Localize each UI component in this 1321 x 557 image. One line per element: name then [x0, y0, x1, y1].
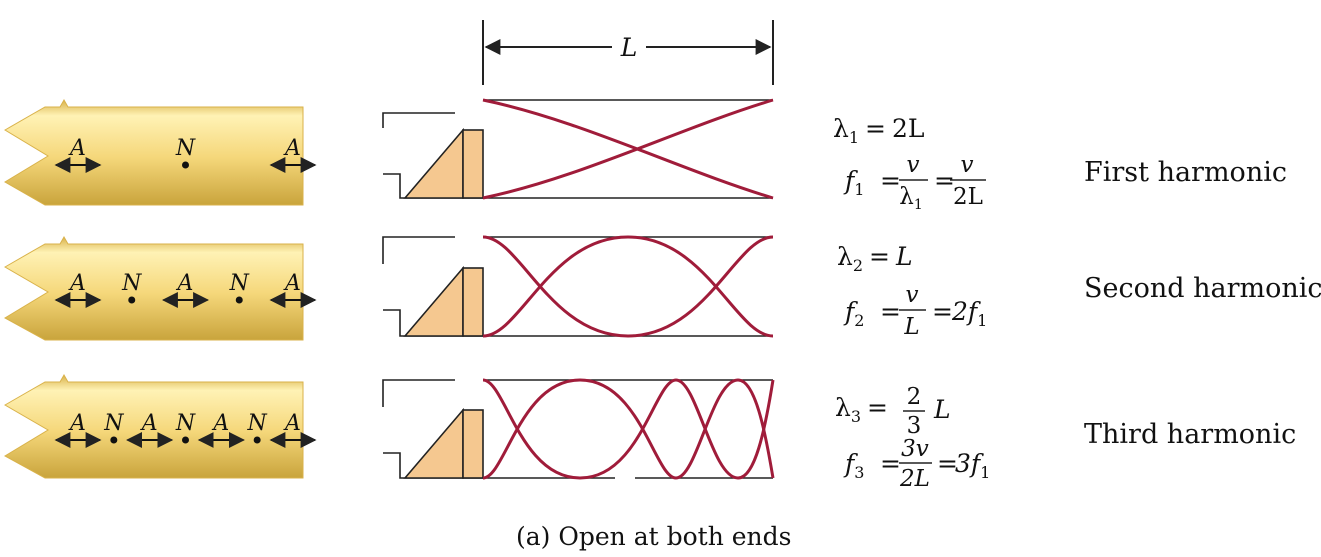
harmonic-label: First harmonic	[1084, 157, 1287, 188]
svg-text:=: =	[880, 166, 901, 195]
node-label: N	[175, 136, 196, 161]
node-label: N	[121, 271, 142, 296]
wavelength-equation: λ1=2L	[833, 114, 925, 147]
svg-text:v: v	[906, 282, 919, 308]
standing-wave-upper	[482, 378, 775, 480]
mouthpiece-wedge	[403, 127, 464, 199]
svg-text:=: =	[934, 166, 955, 195]
antinode-label: A	[68, 271, 86, 296]
harmonic-label: Third harmonic	[1084, 419, 1296, 450]
row-second-harmonic: A N A N A λ2=L f2 = v L = 2f1 Second harmoni…	[3, 235, 1321, 341]
svg-text:3: 3	[907, 413, 922, 439]
pipe	[4, 98, 304, 206]
wavelength-equation: λ2=L	[837, 242, 913, 275]
pipe	[3, 373, 304, 479]
antinode-label: A	[283, 271, 301, 296]
svg-text:=: =	[937, 449, 958, 478]
node-label: N	[103, 411, 124, 436]
node-dot	[182, 161, 189, 169]
pipe	[3, 235, 304, 341]
svg-text:f2: f2	[843, 297, 864, 330]
svg-text:=: =	[932, 297, 953, 326]
node-dot	[253, 436, 261, 444]
svg-text:v: v	[907, 152, 920, 178]
svg-text:2: 2	[907, 384, 922, 410]
wavelength-equation: λ3= 2 3 L	[835, 384, 951, 439]
standing-wave-lower	[482, 98, 774, 200]
svg-text:λ1: λ1	[899, 184, 923, 213]
mouthpiece-wedge	[403, 265, 464, 337]
figure-caption: (a) Open at both ends	[516, 522, 791, 551]
standing-wave-lower	[482, 378, 775, 480]
svg-text:L: L	[903, 314, 919, 340]
svg-text:=: =	[880, 297, 901, 326]
length-dimension: L	[482, 20, 774, 85]
standing-wave-upper	[482, 98, 774, 200]
svg-text:L: L	[933, 395, 951, 424]
node-dot	[110, 436, 118, 444]
antinode-label: A	[211, 411, 229, 436]
frequency-equation: f1 = v λ1 = v 2L	[843, 152, 986, 213]
length-label: L	[620, 33, 638, 62]
antinode-label: A	[283, 136, 301, 161]
antinode-label: A	[68, 411, 86, 436]
antinode-label: A	[176, 271, 194, 296]
svg-text:λ3=: λ3=	[835, 393, 888, 426]
node-label: N	[175, 411, 196, 436]
svg-text:λ1=2L: λ1=2L	[833, 114, 925, 147]
svg-text:3f1: 3f1	[955, 449, 990, 482]
mouthpiece-wedge	[403, 407, 464, 479]
standing-wave-upper	[482, 235, 774, 338]
svg-text:3v: 3v	[901, 436, 929, 462]
frequency-equation: f2 = v L = 2f1	[843, 282, 987, 340]
node-dot	[182, 436, 189, 444]
harmonic-label: Second harmonic	[1084, 273, 1321, 304]
svg-text:f3: f3	[843, 449, 864, 482]
svg-text:v: v	[961, 152, 974, 178]
antinode-label: A	[68, 136, 86, 161]
air-column	[382, 98, 774, 200]
air-column	[382, 235, 774, 338]
node-label: N	[229, 271, 250, 296]
antinode-label: A	[140, 411, 158, 436]
antinode-label: A	[283, 411, 301, 436]
standing-wave-lower	[482, 235, 774, 338]
svg-text:2L: 2L	[899, 466, 930, 492]
node-dot	[128, 296, 136, 304]
svg-text:2L: 2L	[953, 184, 983, 210]
frequency-equation: f3 = 3v 2L = 3f1	[843, 436, 990, 492]
node-label: N	[247, 411, 268, 436]
svg-text:λ2=L: λ2=L	[837, 242, 913, 275]
node-dot	[235, 296, 243, 304]
svg-text:f1: f1	[843, 166, 864, 199]
svg-text:=: =	[880, 449, 901, 478]
svg-text:2f1: 2f1	[951, 297, 987, 330]
air-column	[382, 378, 775, 480]
